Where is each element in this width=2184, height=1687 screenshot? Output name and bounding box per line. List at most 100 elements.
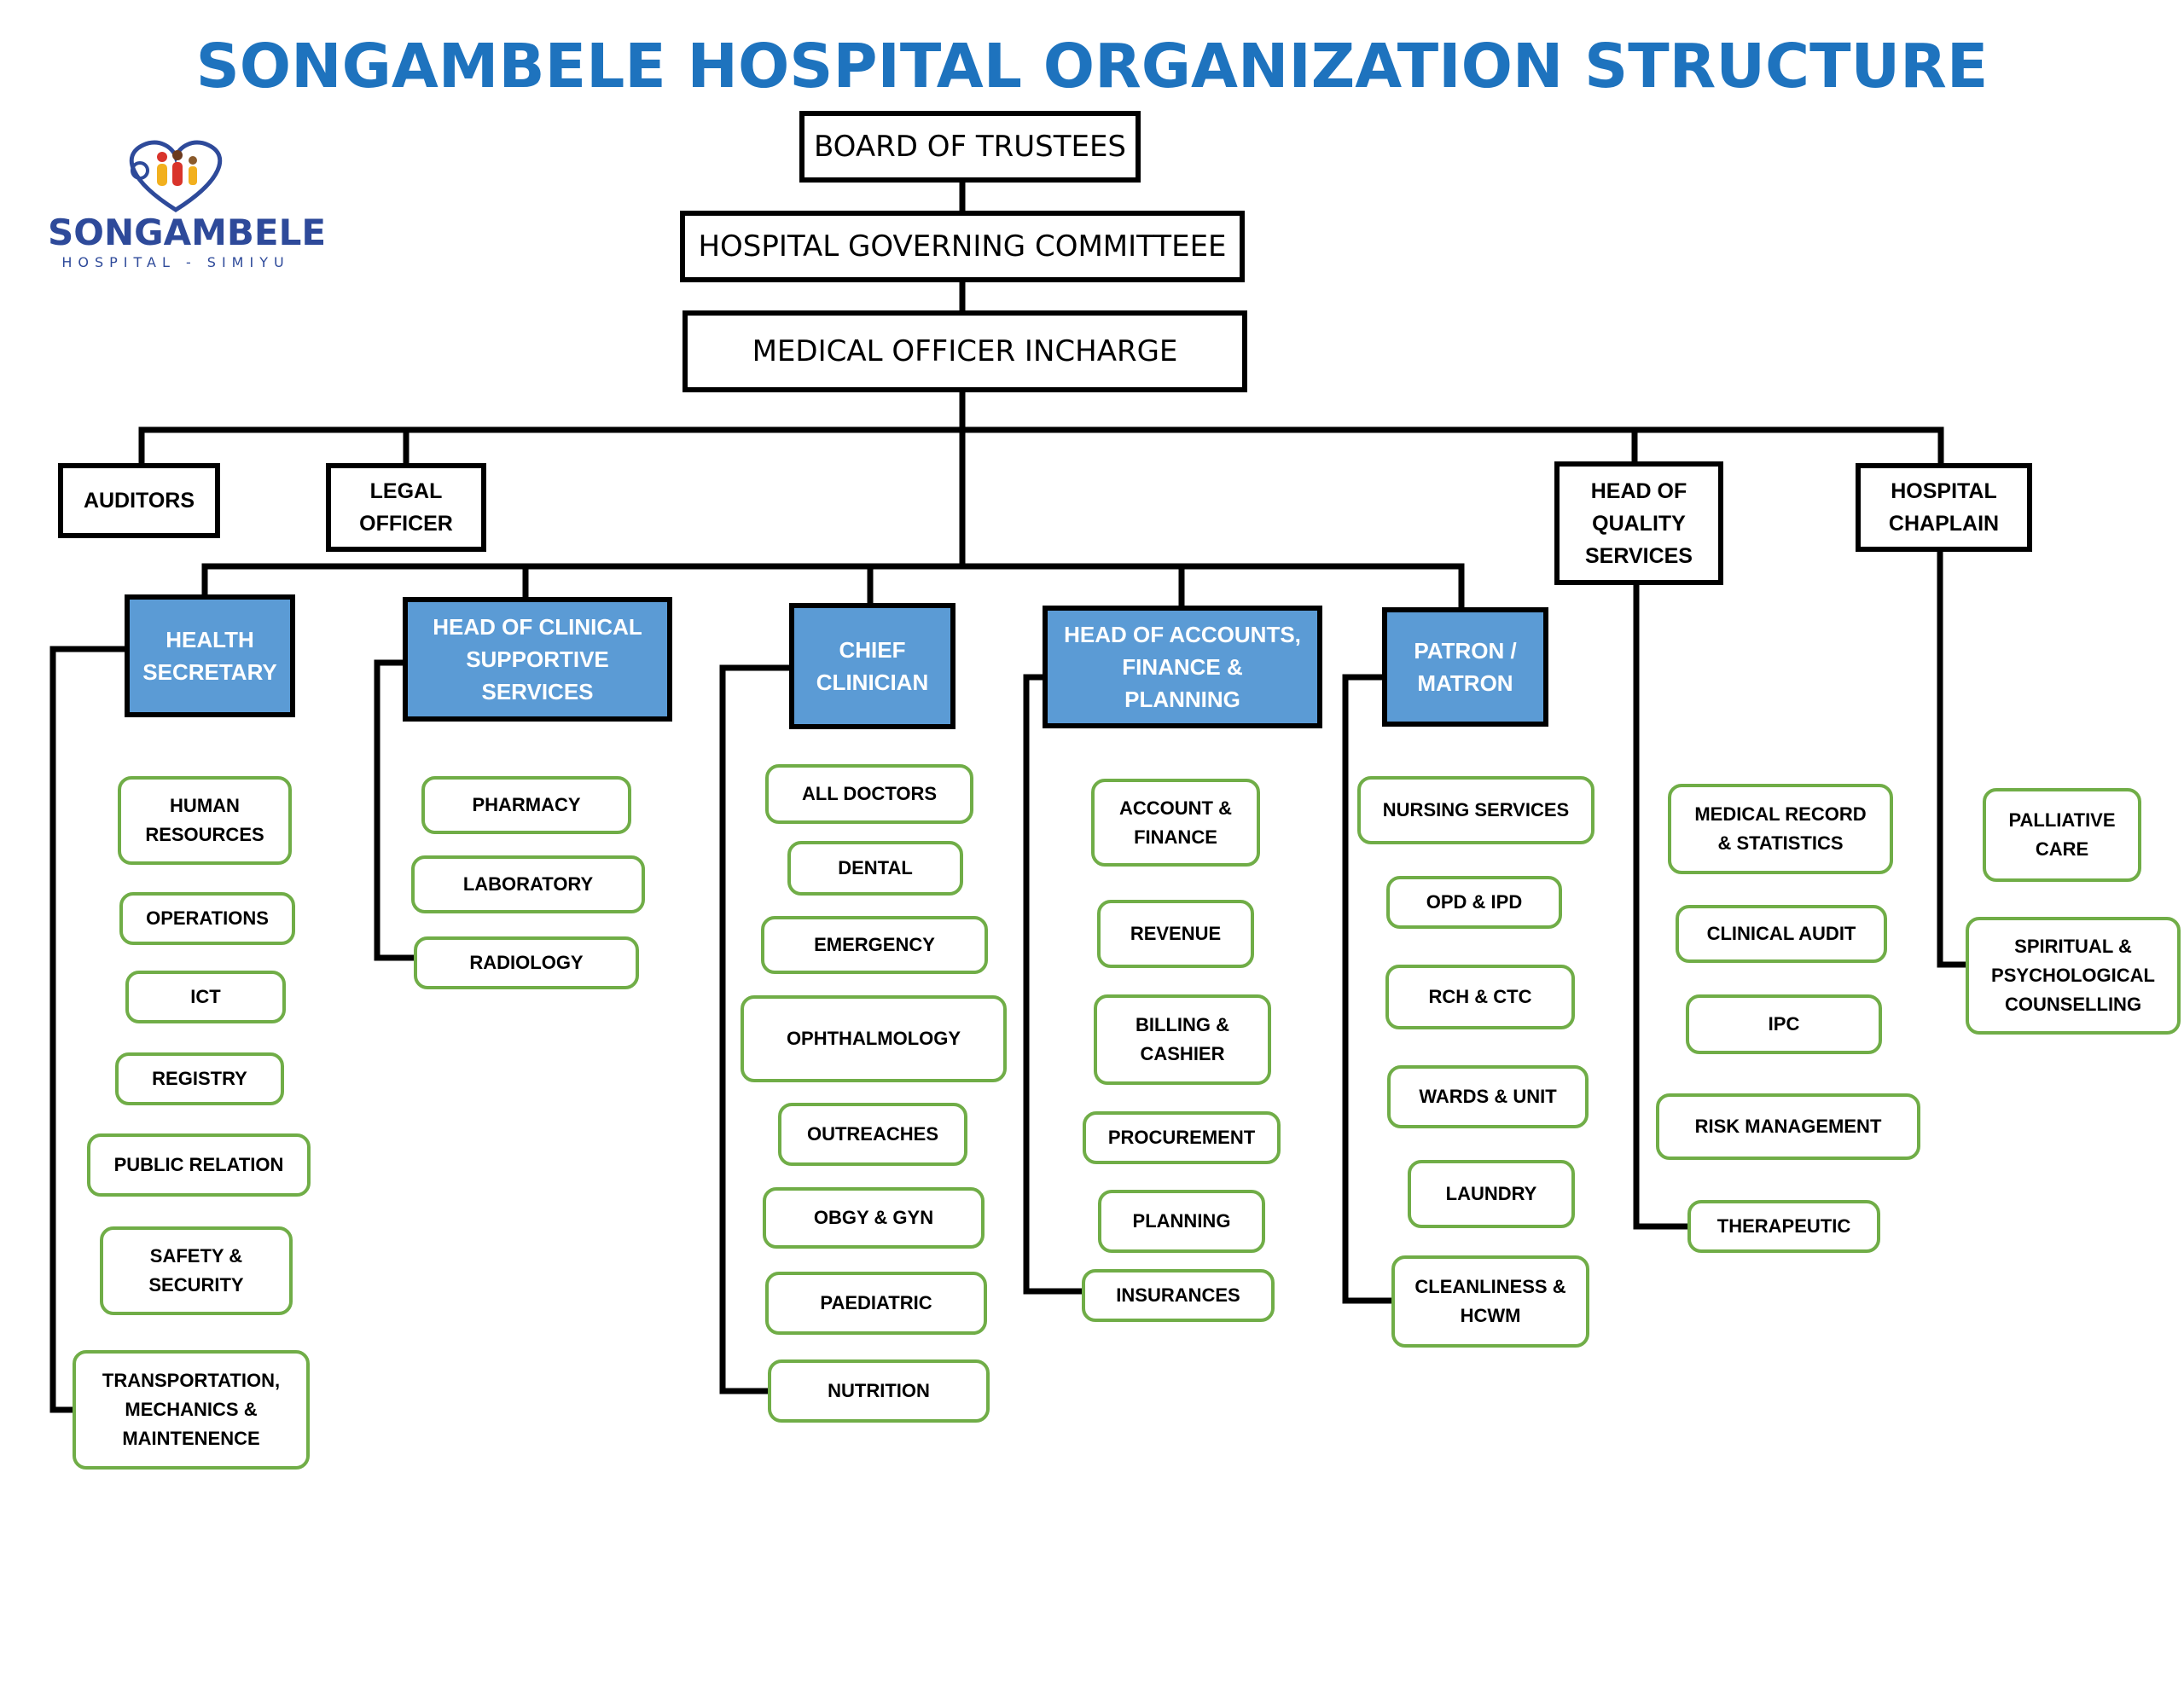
unit-obgy-gyn-line-1: OBGY & GYN [813,1207,934,1228]
unit-clinical-audit-line-1: CLINICAL AUDIT [1706,923,1856,944]
unit-planning-line-1: PLANNING [1132,1210,1231,1232]
head-clinical-support-line-1: HEAD OF CLINICAL [433,614,642,640]
unit-ipc: IPC [1686,994,1882,1054]
node-auditors: AUDITORS [58,463,220,538]
unit-ophthalmology: OPHTHALMOLOGY [741,995,1007,1082]
node-quality-line-3: SERVICES [1585,543,1693,568]
unit-registry-line-1: REGISTRY [152,1068,247,1089]
head-health-secretary-line-2: SECRETARY [142,659,277,685]
unit-opd-ipd: OPD & IPD [1386,876,1562,929]
head-chief-clinician-line-1: CHIEF [839,637,906,663]
unit-cleanliness-hcwm-line-1: CLEANLINESS & [1414,1276,1566,1297]
head-clinical-support: HEAD OF CLINICAL SUPPORTIVE SERVICES [403,597,672,722]
unit-registry: REGISTRY [115,1052,284,1105]
node-legal-line-2: OFFICER [359,512,453,536]
unit-transportation-mechanics-maintenence: TRANSPORTATION,MECHANICS &MAINTENENCE [73,1350,310,1470]
unit-clinical-audit: CLINICAL AUDIT [1676,905,1887,963]
unit-pharmacy-line-1: PHARMACY [472,794,581,815]
unit-palliative-care-line-1: PALLIATIVE [2008,809,2116,831]
unit-dental-line-1: DENTAL [838,857,913,878]
unit-public-relation: PUBLIC RELATION [87,1133,311,1197]
unit-therapeutic-line-1: THERAPEUTIC [1716,1215,1851,1237]
head-patron: PATRON / MATRON [1382,607,1548,727]
unit-procurement: PROCUREMENT [1083,1111,1281,1164]
unit-medical-record-statistics-line-2: & STATISTICS [1717,832,1844,854]
unit-ophthalmology-line-1: OPHTHALMOLOGY [786,1028,961,1049]
unit-revenue-line-1: REVENUE [1130,923,1222,944]
head-health-secretary-line-1: HEALTH [166,627,254,652]
page-title: SONGAMBELE HOSPITAL ORGANIZATION STRUCTU… [195,31,1989,101]
unit-radiology: RADIOLOGY [414,936,639,989]
unit-insurances-line-1: INSURANCES [1116,1284,1240,1306]
head-clinical-support-line-2: SUPPORTIVE [466,646,609,672]
head-accounts-line-3: PLANNING [1124,687,1240,712]
unit-transportation-mechanics-maintenence-line-3: MAINTENENCE [122,1428,260,1449]
head-chief-clinician: CHIEF CLINICIAN [789,603,956,729]
head-patron-line-2: MATRON [1417,670,1513,696]
unit-public-relation-line-1: PUBLIC RELATION [113,1154,284,1175]
unit-outreaches-line-1: OUTREACHES [806,1123,938,1145]
node-legal: LEGAL OFFICER [326,463,486,552]
logo-subtitle: HOSPITAL - SIMIYU [61,254,290,270]
head-clinical-support-line-3: SERVICES [481,679,594,704]
node-board: BOARD OF TRUSTEES [799,111,1141,183]
unit-paediatric-line-1: PAEDIATRIC [820,1292,932,1313]
unit-nursing-services: NURSING SERVICES [1357,776,1594,844]
unit-nutrition-line-1: NUTRITION [828,1380,930,1401]
node-auditors-label: AUDITORS [83,489,195,513]
node-chaplain-line-2: CHAPLAIN [1888,512,2000,536]
head-accounts-line-2: FINANCE & [1122,654,1243,680]
unit-spiritual-psychological-counselling-line-1: SPIRITUAL & [2014,936,2132,957]
unit-account-finance-line-1: ACCOUNT & [1119,797,1232,819]
head-chief-clinician-line-2: CLINICIAN [816,670,929,695]
unit-all-doctors-line-1: ALL DOCTORS [801,783,938,804]
head-health-secretary: HEALTH SECRETARY [125,594,295,717]
unit-all-doctors: ALL DOCTORS [765,764,973,824]
unit-safety-security: SAFETY & SECURITY [100,1226,293,1315]
heart-family-logo-icon [129,140,223,212]
node-quality-line-2: QUALITY [1592,511,1686,536]
node-committee-label: HOSPITAL GOVERNING COMMITTEEE [698,229,1227,264]
unit-billing-cashier-line-2: CASHIER [1140,1043,1225,1064]
unit-laboratory-line-1: LABORATORY [462,873,594,895]
unit-safety-security-line-1: SAFETY & [149,1245,243,1267]
unit-dental: DENTAL [787,841,963,896]
unit-planning: PLANNING [1098,1190,1265,1253]
unit-therapeutic: THERAPEUTIC [1687,1200,1880,1253]
unit-nursing-services-line-1: NURSING SERVICES [1382,799,1570,820]
node-board-label: BOARD OF TRUSTEES [813,130,1127,164]
unit-human-resources: HUMAN RESOURCES [118,776,292,865]
node-quality: HEAD OF QUALITY SERVICES [1554,461,1723,585]
unit-palliative-care: PALLIATIVE CARE [1983,788,2141,882]
unit-pharmacy: PHARMACY [421,776,631,834]
unit-palliative-care-line-2: CARE [2035,838,2089,860]
unit-spiritual-psychological-counselling-line-3: COUNSELLING [2004,994,2142,1015]
unit-outreaches: OUTREACHES [778,1103,967,1166]
unit-insurances: INSURANCES [1082,1269,1275,1322]
logo-wordmark: SONGAMBELE [48,212,327,253]
unit-ipc-line-1: IPC [1768,1013,1800,1035]
node-moi-label: MEDICAL OFFICER INCHARGE [752,334,1178,368]
unit-human-resources-line-2: RESOURCES [145,824,264,845]
unit-operations: OPERATIONS [119,892,295,945]
node-moi: MEDICAL OFFICER INCHARGE [682,310,1247,392]
head-patron-line-1: PATRON / [1414,638,1517,664]
unit-paediatric: PAEDIATRIC [765,1272,987,1335]
unit-medical-record-statistics-line-1: MEDICAL RECORD [1694,803,1867,825]
node-quality-line-1: HEAD OF [1590,478,1687,503]
unit-rch-ctc-line-1: RCH & CTC [1428,986,1532,1007]
unit-ict-line-1: ICT [190,986,221,1007]
node-legal-line-1: LEGAL [369,479,443,503]
unit-wards-unit-line-1: WARDS & UNIT [1419,1086,1557,1107]
unit-ict: ICT [125,971,286,1023]
unit-cleanliness-hcwm-line-2: HCWM [1460,1305,1521,1326]
unit-human-resources-line-1: HUMAN [170,795,240,816]
unit-opd-ipd-line-1: OPD & IPD [1426,891,1523,913]
head-accounts-line-1: HEAD OF ACCOUNTS, [1064,622,1301,647]
unit-obgy-gyn: OBGY & GYN [763,1187,985,1249]
unit-safety-security-line-2: SECURITY [148,1274,244,1296]
